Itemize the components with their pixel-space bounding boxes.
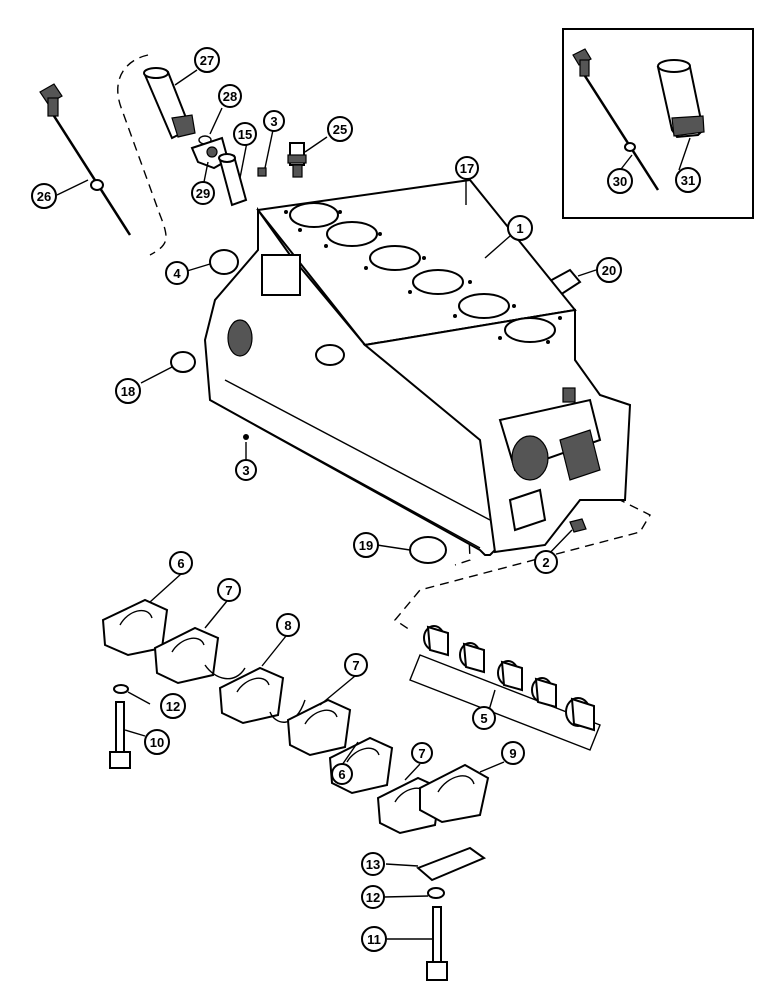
expansion-plug-19 <box>409 536 447 564</box>
dipstick-tube <box>143 67 196 140</box>
bearing-cap-7b <box>286 698 352 757</box>
callout-label: 29 <box>196 186 210 201</box>
callout-label: 11 <box>367 932 381 947</box>
callout-label: 9 <box>509 746 516 761</box>
callout-label: 18 <box>121 384 135 399</box>
callout-15: 15 <box>233 122 257 146</box>
dipstick <box>39 83 132 236</box>
callout-label: 4 <box>173 266 181 281</box>
callout-6-upper: 6 <box>169 551 193 575</box>
callout-5: 5 <box>472 706 496 730</box>
callout-6-lower: 6 <box>331 763 353 785</box>
temperature-sender <box>287 142 307 178</box>
bushing-2 <box>569 518 587 533</box>
callout-label: 2 <box>542 555 549 570</box>
cam-bushings <box>409 625 601 751</box>
callout-label: 17 <box>460 161 474 176</box>
bearing-cap-9 <box>419 763 490 824</box>
callout-label: 5 <box>480 711 487 726</box>
callout-3-lower: 3 <box>235 459 257 481</box>
callout-label: 27 <box>200 53 214 68</box>
expansion-plug-4 <box>209 249 239 275</box>
callout-label: 26 <box>37 189 51 204</box>
bearing-cap-7a <box>153 626 220 685</box>
callout-label: 28 <box>223 89 237 104</box>
callout-4: 4 <box>165 261 189 285</box>
callout-label: 31 <box>681 173 695 188</box>
leader-lines <box>56 69 691 940</box>
callout-label: 7 <box>225 583 232 598</box>
callout-28: 28 <box>218 84 242 108</box>
callout-9: 9 <box>501 741 525 765</box>
thrust-washer-upper <box>204 664 246 680</box>
callout-29: 29 <box>191 181 215 205</box>
callout-31: 31 <box>675 167 701 193</box>
callout-label: 3 <box>270 114 277 129</box>
callout-12-upper: 12 <box>160 693 186 719</box>
callout-12-lower: 12 <box>361 885 385 909</box>
callout-label: 12 <box>166 699 180 714</box>
callout-18: 18 <box>115 378 141 404</box>
water-tube <box>218 153 248 207</box>
engine-block <box>203 178 632 556</box>
callout-label: 8 <box>284 618 291 633</box>
washer-12a <box>113 684 129 694</box>
callout-label: 7 <box>418 746 425 761</box>
callout-label: 20 <box>602 263 616 278</box>
callout-7-lower: 7 <box>411 742 433 764</box>
callout-25: 25 <box>327 116 353 142</box>
callout-7-middle: 7 <box>344 653 368 677</box>
callout-label: 6 <box>177 556 184 571</box>
callout-label: 10 <box>150 735 164 750</box>
thrust-washer-lower <box>269 699 306 723</box>
callout-26: 26 <box>31 183 57 209</box>
callout-label: 7 <box>352 658 359 673</box>
callout-27: 27 <box>194 47 220 73</box>
callout-7-upper: 7 <box>217 578 241 602</box>
callout-30: 30 <box>607 168 633 194</box>
callout-11: 11 <box>361 926 387 952</box>
inset-tube <box>656 59 705 139</box>
callout-13: 13 <box>361 852 385 876</box>
callout-label: 19 <box>359 538 373 553</box>
callout-10: 10 <box>144 729 170 755</box>
callout-label: 15 <box>238 127 252 142</box>
small-plug-upper <box>257 167 267 177</box>
inset-frame <box>562 28 754 219</box>
dipstick-group-line <box>117 54 167 256</box>
callout-19: 19 <box>353 532 379 558</box>
small-plug-lower <box>243 434 249 440</box>
plug-group-line <box>454 439 471 566</box>
callout-label: 12 <box>366 890 380 905</box>
callout-label: 30 <box>613 174 627 189</box>
bearing-cap-8 <box>218 666 285 725</box>
callout-8: 8 <box>276 613 300 637</box>
expansion-plug-18 <box>170 351 196 373</box>
callout-20: 20 <box>596 257 622 283</box>
callout-2: 2 <box>534 550 558 574</box>
bolt-10 <box>109 701 131 769</box>
plate-13 <box>416 846 487 882</box>
bolt-11 <box>426 906 448 981</box>
callout-label: 3 <box>242 463 249 478</box>
callout-label: 1 <box>516 221 523 236</box>
callout-1: 1 <box>507 215 533 241</box>
callout-3-upper: 3 <box>263 110 285 132</box>
callout-label: 25 <box>333 122 347 137</box>
callout-label: 13 <box>366 857 380 872</box>
washer-12b <box>427 887 445 899</box>
callout-17: 17 <box>455 156 479 180</box>
inset-dipstick <box>572 48 660 191</box>
callout-label: 6 <box>338 767 345 782</box>
